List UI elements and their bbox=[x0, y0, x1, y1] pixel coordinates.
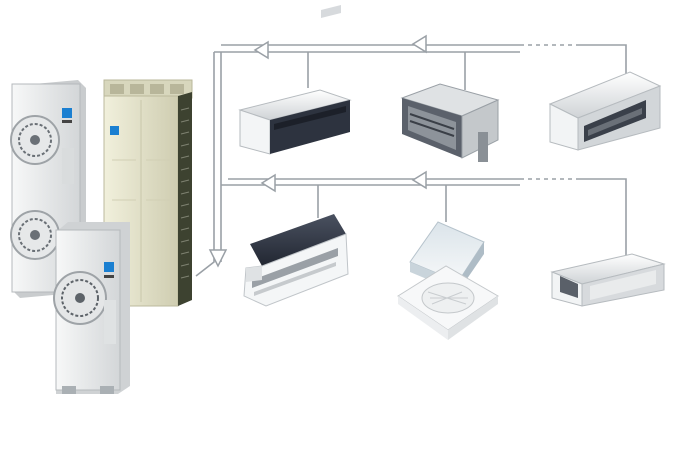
arrow-left-icon bbox=[260, 173, 276, 193]
riser-pipe bbox=[195, 52, 215, 277]
top-header-right bbox=[580, 44, 627, 80]
flow-arrows bbox=[208, 34, 427, 268]
one-way-cassette-icon bbox=[243, 214, 349, 307]
bottom-header-right bbox=[580, 178, 627, 255]
high-static-ducted-unit-icon bbox=[548, 71, 662, 151]
arrow-left-icon bbox=[253, 40, 269, 60]
ducted-unit-icon bbox=[400, 83, 500, 162]
slim-ducted-unit-icon bbox=[238, 4, 352, 155]
concealed-duct-unit-icon bbox=[550, 253, 666, 307]
four-way-cassette-icon bbox=[397, 221, 499, 340]
arrow-down-icon bbox=[208, 249, 228, 268]
arrow-left-icon bbox=[411, 170, 427, 190]
outdoor-unit-single-fan-icon bbox=[53, 222, 130, 394]
arrow-left-icon bbox=[411, 34, 427, 54]
